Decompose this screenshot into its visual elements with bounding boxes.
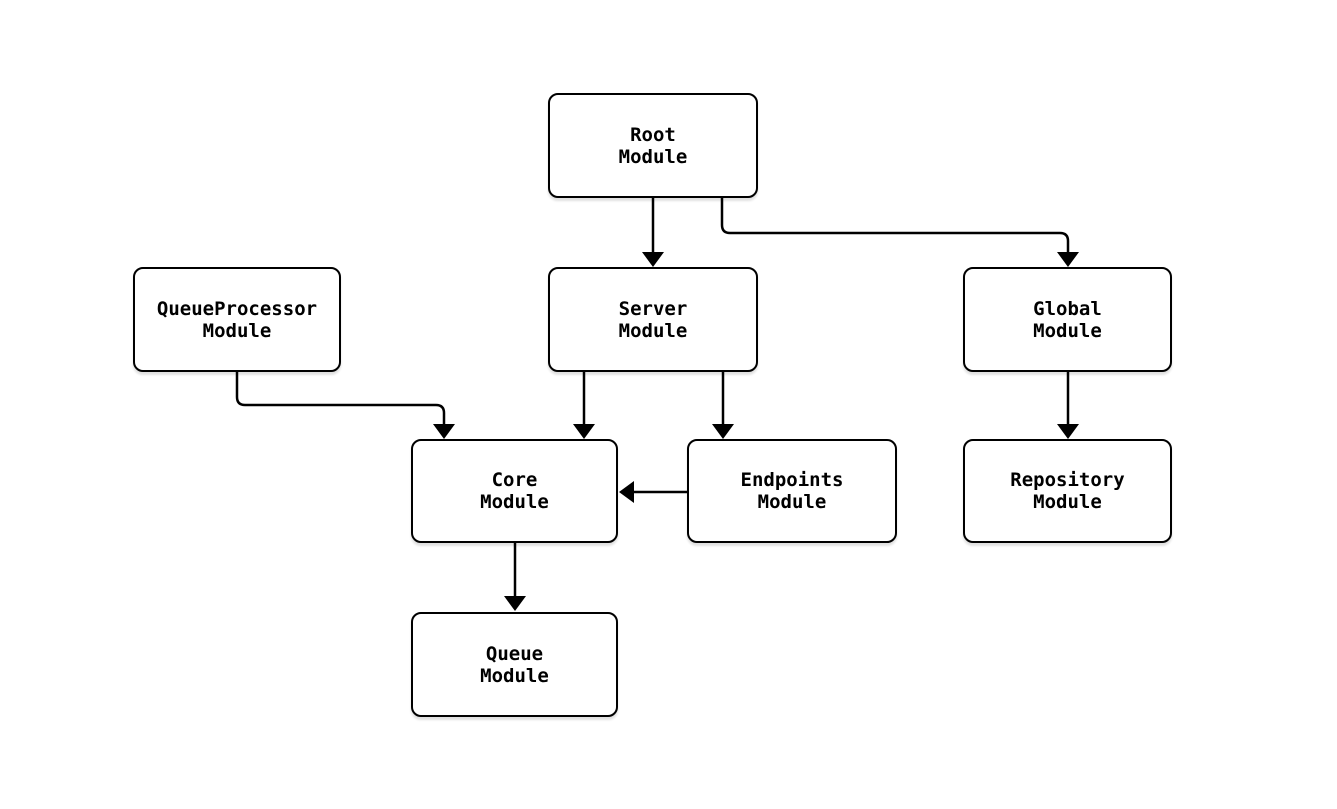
arrowhead-root-to-server-icon [642, 252, 664, 267]
arrowhead-queueprocessor-to-core-icon [433, 424, 455, 439]
node-queueprocessor-module-label: QueueProcessor Module [156, 297, 318, 342]
node-root-module[interactable]: Root Module [548, 93, 758, 198]
edge-queueprocessor-to-core [235, 372, 446, 424]
node-global-module-label: Global Module [1033, 297, 1102, 342]
node-repository-module-label: Repository Module [1010, 469, 1125, 513]
node-global-module[interactable]: Global Module [963, 267, 1172, 372]
node-queue-module-label: Queue Module [480, 642, 549, 687]
node-server-module-label: Server Module [618, 297, 688, 342]
arrowhead-endpoints-to-core-icon [619, 481, 634, 503]
node-queue-module[interactable]: Queue Module [411, 612, 618, 717]
node-repository-module[interactable]: Repository Module [963, 439, 1172, 543]
node-queueprocessor-module[interactable]: QueueProcessor Module [133, 267, 341, 372]
edge-root-to-global [720, 198, 1070, 252]
arrowhead-server-to-endpoints-icon [712, 424, 734, 439]
node-core-module-label: Core Module [480, 469, 549, 513]
node-endpoints-module[interactable]: Endpoints Module [687, 439, 897, 543]
arrowhead-global-to-repository-icon [1057, 424, 1079, 439]
node-server-module[interactable]: Server Module [548, 267, 758, 372]
arrowhead-server-to-core-icon [573, 424, 595, 439]
node-endpoints-module-label: Endpoints Module [740, 469, 844, 513]
arrowhead-core-to-queue-icon [504, 596, 526, 611]
node-core-module[interactable]: Core Module [411, 439, 618, 543]
arrowhead-root-to-global-icon [1057, 252, 1079, 267]
node-root-module-label: Root Module [618, 123, 688, 168]
